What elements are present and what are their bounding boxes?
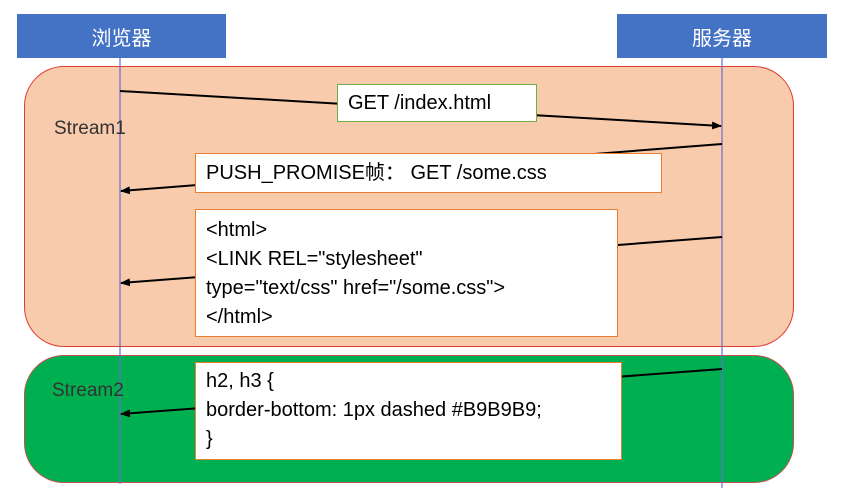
html-response-line: <html> bbox=[206, 219, 268, 241]
get-request-box: GET /index.html bbox=[337, 84, 537, 122]
push-promise-text: PUSH_PROMISE帧： GET /some.css bbox=[206, 162, 547, 184]
server-actor-box: 服务器 bbox=[617, 14, 827, 58]
push-promise-box: PUSH_PROMISE帧： GET /some.css bbox=[195, 153, 662, 193]
css-push-line: border-bottom: 1px dashed #B9B9B9; bbox=[206, 399, 542, 421]
browser-actor-label: 浏览器 bbox=[91, 25, 152, 50]
browser-actor-box: 浏览器 bbox=[17, 14, 226, 58]
stream1-label: Stream1 bbox=[54, 118, 126, 139]
get-request-text: GET /index.html bbox=[348, 92, 492, 114]
html-response-line: type="text/css" href="/some.css"> bbox=[206, 277, 506, 299]
server-actor-label: 服务器 bbox=[692, 25, 752, 50]
html-response-line: <LINK REL="stylesheet" bbox=[206, 248, 423, 270]
html-response-line: </html> bbox=[206, 306, 273, 328]
css-push-box: h2, h3 { border-bottom: 1px dashed #B9B9… bbox=[195, 362, 622, 460]
css-push-line: h2, h3 { bbox=[206, 370, 274, 392]
stream2-label: Stream2 bbox=[52, 380, 124, 401]
css-push-line: } bbox=[206, 428, 213, 450]
html-response-box: <html> <LINK REL="stylesheet" type="text… bbox=[195, 209, 618, 337]
